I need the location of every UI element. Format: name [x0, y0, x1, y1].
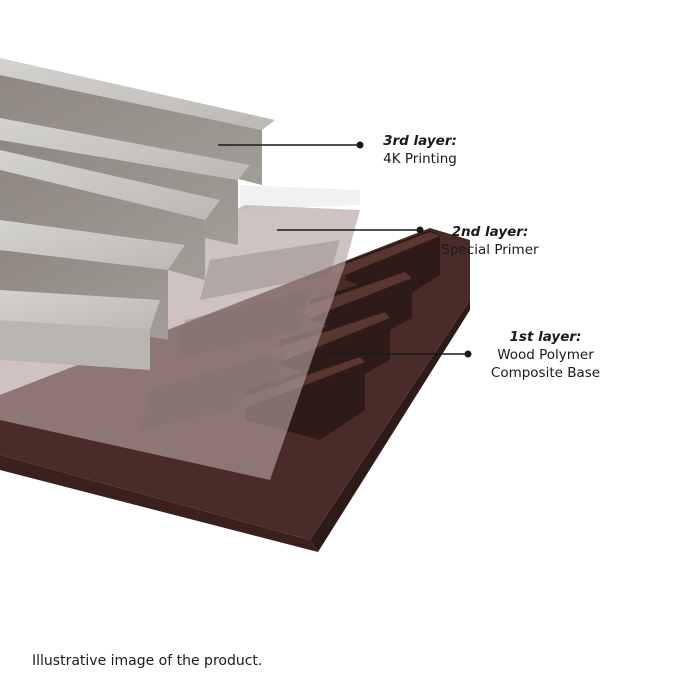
layer-description-line2: Composite Base [490, 365, 601, 381]
layer-description: 4K Printing [383, 151, 457, 167]
print-layer [0, 58, 275, 370]
leader-line-3rd-layer [218, 141, 364, 149]
layer-title: 3rd layer: [383, 133, 457, 149]
layer-title: 1st layer: [509, 329, 582, 345]
layer-description: Special Primer [441, 242, 539, 258]
primer-layer [0, 185, 360, 480]
label-3rd-layer: 3rd layer: 4K Printing [370, 132, 470, 168]
leader-line-2nd-layer [277, 226, 424, 234]
layer-description: Wood Polymer [497, 347, 594, 363]
leader-line-1st-layer [327, 350, 472, 358]
layer-title: 2nd layer: [451, 224, 529, 240]
label-1st-layer: 1st layer: Wood Polymer Composite Base [478, 328, 613, 382]
label-2nd-layer: 2nd layer: Special Primer [430, 223, 550, 259]
caption: Illustrative image of the product. [32, 653, 263, 669]
